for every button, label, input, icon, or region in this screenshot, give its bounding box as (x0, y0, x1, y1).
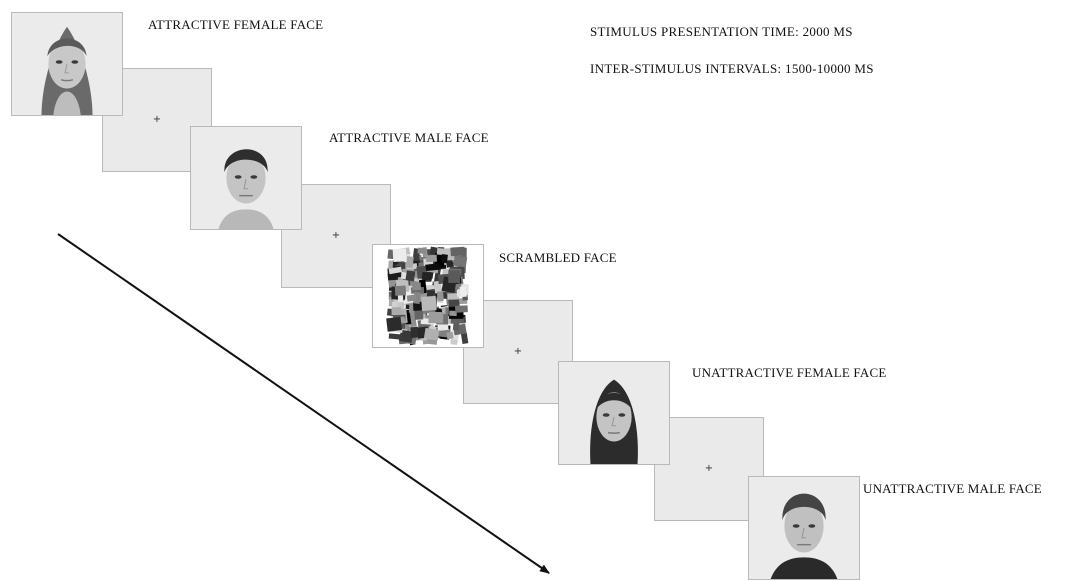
label-unattractive-male-face: UNATTRACTIVE MALE FACE (863, 481, 1042, 496)
female-face-icon (559, 362, 669, 464)
fixation-cross: + (704, 463, 714, 474)
fixation-cross: + (331, 230, 341, 241)
label-unattractive-female-face: UNATTRACTIVE FEMALE FACE (692, 365, 887, 380)
fixation-cross: + (152, 114, 162, 125)
scrambled-face-image (372, 244, 484, 348)
label-attractive-male-face: ATTRACTIVE MALE FACE (329, 130, 489, 145)
male-face-icon (191, 127, 301, 229)
inter-stimulus-interval-text: INTER-STIMULUS INTERVALS: 1500-10000 MS (590, 61, 874, 76)
fixation-screen-3: + (463, 300, 573, 404)
unattractive-female-face-image (558, 361, 670, 465)
fixation-cross: + (513, 346, 523, 357)
unattractive-male-face-image (748, 476, 860, 580)
male-face-icon (749, 477, 859, 579)
female-face-icon (12, 13, 122, 115)
fixation-screen-4: + (654, 417, 764, 521)
presentation-time-text: STIMULUS PRESENTATION TIME: 2000 MS (590, 24, 853, 39)
label-attractive-female-face: ATTRACTIVE FEMALE FACE (148, 17, 324, 32)
attractive-male-face-image (190, 126, 302, 230)
label-scrambled-face: SCRAMBLED FACE (499, 250, 617, 265)
attractive-female-face-image (11, 12, 123, 116)
scrambled-pattern-icon (386, 246, 469, 346)
